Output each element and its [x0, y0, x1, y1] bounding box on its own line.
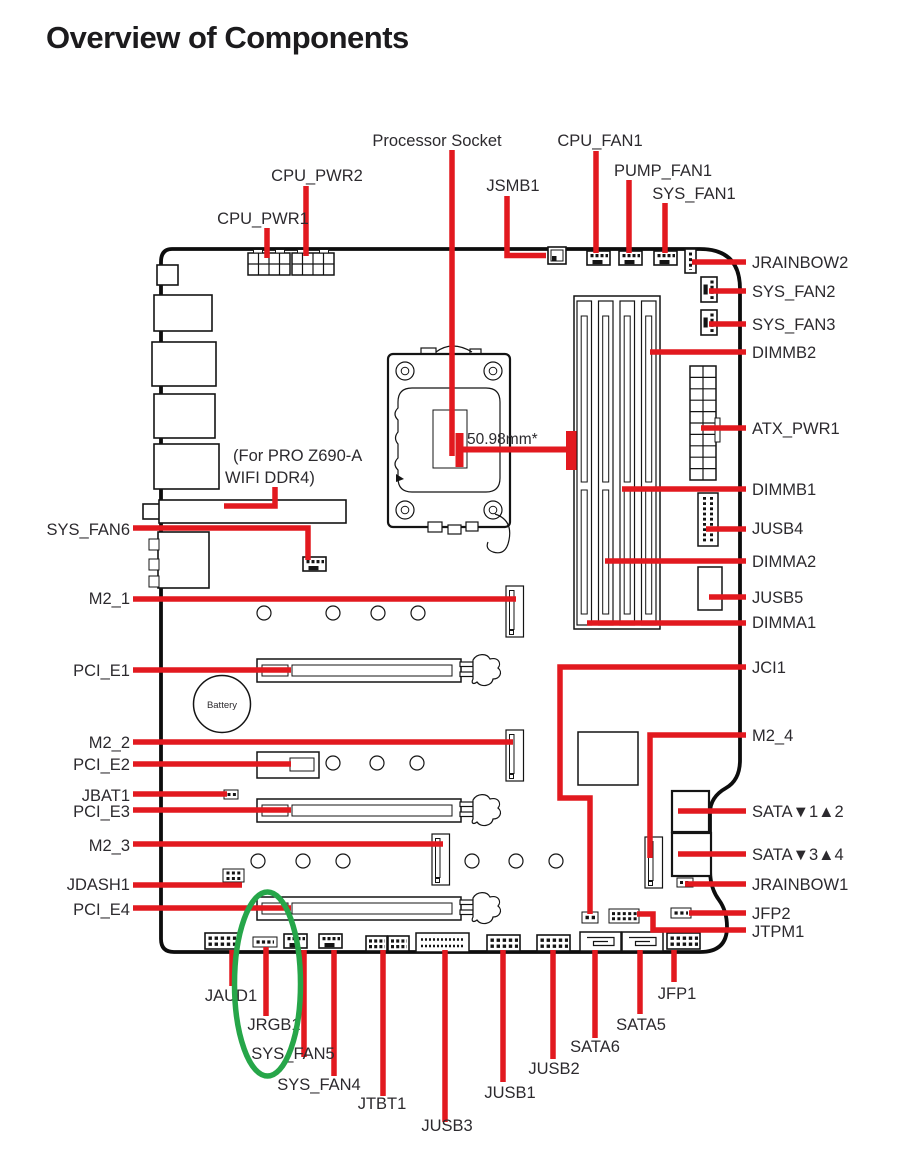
label-sys-fan3: SYS_FAN3 — [752, 316, 835, 334]
jusb1-header — [485, 933, 522, 953]
label-cpu-pwr1: CPU_PWR1 — [217, 210, 309, 228]
label-jrainbow2: JRAINBOW2 — [752, 254, 848, 272]
leader-sys-fan6 — [133, 525, 311, 560]
label-dimmb2: DIMMB2 — [752, 344, 816, 362]
jtpm1-header — [608, 908, 640, 924]
label-jsmb1: JSMB1 — [486, 177, 539, 195]
rear-io-ports — [142, 264, 347, 589]
label-jusb2: JUSB2 — [528, 1060, 579, 1078]
label-jusb1: JUSB1 — [484, 1084, 535, 1102]
dimension-label: 50.98mm* — [467, 431, 538, 448]
label-sys-fan4: SYS_FAN4 — [277, 1076, 360, 1094]
leader-wifi-note — [224, 487, 278, 509]
label-jusb3: JUSB3 — [421, 1117, 472, 1135]
jaud1-header — [203, 931, 240, 951]
m2-standoff-holes — [250, 605, 564, 869]
label-jbat1: JBAT1 — [82, 787, 130, 805]
jsmb1-connector — [547, 246, 567, 265]
sys-fan1-header — [652, 249, 679, 267]
label-sys-fan1: SYS_FAN1 — [652, 185, 735, 203]
label-jci1: JCI1 — [752, 659, 786, 677]
label-pci-e4: PCI_E4 — [73, 901, 130, 919]
jtbt1-header-a — [364, 934, 389, 953]
wifi-module — [142, 499, 347, 524]
leader-jci1 — [557, 664, 746, 914]
label-cpu-pwr2: CPU_PWR2 — [271, 167, 363, 185]
label-pci-e1: PCI_E1 — [73, 662, 130, 680]
label-dimma1: DIMMA1 — [752, 614, 816, 632]
label-pci-e2: PCI_E2 — [73, 756, 130, 774]
jrgb1-header — [252, 936, 278, 948]
label-jfp2: JFP2 — [752, 905, 791, 923]
label-atx-pwr1: ATX_PWR1 — [752, 420, 840, 438]
label-jusb4: JUSB4 — [752, 520, 803, 538]
label-dimma2: DIMMA2 — [752, 553, 816, 571]
audio-io-block — [148, 531, 210, 589]
dimension-marker — [455, 431, 577, 470]
sata6-port — [579, 931, 622, 952]
pump-fan1-header — [617, 249, 644, 267]
label-wifi-note-line1: (For PRO Z690-A — [233, 447, 362, 465]
battery-label: Battery — [207, 700, 237, 711]
jtbt1-header-b — [386, 934, 411, 953]
jdash1-header — [222, 868, 245, 883]
label-jfp1: JFP1 — [658, 985, 697, 1003]
label-sys-fan5: SYS_FAN5 — [251, 1045, 334, 1063]
jfp1-header — [665, 931, 702, 951]
chipset — [577, 731, 639, 786]
leader-jtpm1 — [637, 911, 746, 933]
label-jtpm1: JTPM1 — [752, 923, 804, 941]
label-sata34: SATA▼3▲4 — [752, 846, 844, 864]
label-m2-2: M2_2 — [89, 734, 130, 752]
dimm-slots — [573, 295, 661, 630]
label-jrgb1: JRGB1 — [247, 1016, 300, 1034]
label-m2-1: M2_1 — [89, 590, 130, 608]
jusb2-header — [535, 933, 572, 953]
highlight-circle-jrgb1 — [231, 889, 304, 1079]
leader-lines — [133, 150, 746, 1122]
jusb5-connector — [697, 566, 723, 611]
label-jrainbow1: JRAINBOW1 — [752, 876, 848, 894]
label-m2-3: M2_3 — [89, 837, 130, 855]
atx-pwr1-connector — [689, 365, 721, 481]
sys-fan4-header — [317, 932, 344, 950]
label-sata12: SATA▼1▲2 — [752, 803, 844, 821]
label-sata6: SATA6 — [570, 1038, 620, 1056]
page-title: Overview of Components — [46, 20, 409, 55]
label-pump-fan1: PUMP_FAN1 — [614, 162, 712, 180]
cpu-pwr2-connector — [291, 248, 335, 276]
sata5-port — [621, 931, 664, 952]
cpu-fan1-header — [585, 249, 612, 267]
label-jtbt1: JTBT1 — [358, 1095, 407, 1113]
label-wifi-note-line2: WIFI DDR4) — [225, 469, 315, 487]
label-processor-socket: Processor Socket — [372, 132, 502, 150]
label-jdash1: JDASH1 — [67, 876, 130, 894]
label-sys-fan6: SYS_FAN6 — [47, 521, 130, 539]
label-dimmb1: DIMMB1 — [752, 481, 816, 499]
processor-socket — [386, 345, 512, 554]
leader-jsmb1 — [504, 196, 546, 259]
label-cpu-fan1: CPU_FAN1 — [557, 132, 642, 150]
jfp2-header — [670, 907, 692, 919]
jusb4-connector — [697, 492, 719, 547]
battery — [192, 674, 252, 734]
label-pci-e3: PCI_E3 — [73, 803, 130, 821]
m2-2-connector — [505, 729, 525, 782]
leader-m2-4 — [647, 732, 746, 858]
jusb3-connector — [415, 932, 470, 953]
label-jaud1: JAUD1 — [205, 987, 257, 1005]
label-sys-fan2: SYS_FAN2 — [752, 283, 835, 301]
label-jusb5: JUSB5 — [752, 589, 803, 607]
label-sata5: SATA5 — [616, 1016, 666, 1034]
label-m2-4: M2_4 — [752, 727, 793, 745]
m2-1-connector — [505, 585, 525, 638]
